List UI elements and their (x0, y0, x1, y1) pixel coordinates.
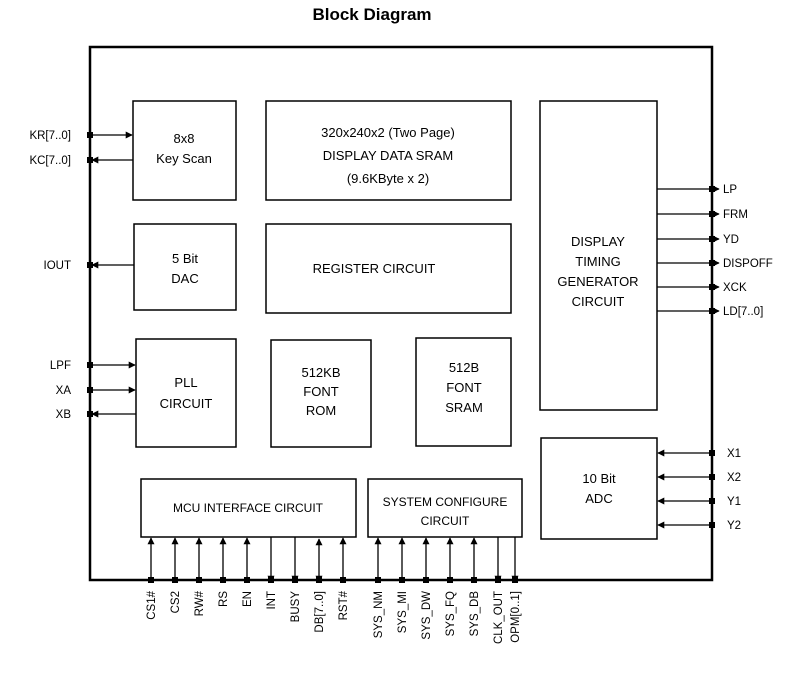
pin-kr: KR[7..0] (29, 130, 71, 142)
bottom-sys-pin-labels: SYS_NM SYS_MI SYS_DW SYS_FQ SYS_DB CLK_O… (373, 591, 522, 644)
pin-y2: Y2 (727, 520, 741, 532)
adc-line-1: 10 Bit (582, 471, 616, 486)
right-timing-signals (657, 185, 720, 315)
pin-int: INT (266, 591, 278, 610)
sram-line-2: DISPLAY DATA SRAM (323, 148, 454, 163)
fontrom-line-3: ROM (306, 403, 336, 418)
pin-rst: RST# (338, 590, 350, 620)
adc-line-2: ADC (585, 491, 612, 506)
fontrom-line-2: FONT (303, 384, 338, 399)
pin-ld: LD[7..0] (723, 306, 763, 318)
pin-dispoff: DISPOFF (723, 258, 773, 270)
pin-rw: RW# (194, 590, 206, 616)
pin-cs1: CS1# (146, 590, 158, 619)
pin-x1: X1 (727, 448, 741, 460)
right-timing-pin-labels: LP FRM YD DISPOFF XCK LD[7..0] (723, 184, 773, 318)
left-signals (87, 131, 136, 418)
syscfg-line-1: SYSTEM CONFIGURE (383, 495, 508, 509)
keyscan-line-1: 8x8 (174, 131, 195, 146)
register-line-1: REGISTER CIRCUIT (313, 261, 436, 276)
sram-line-1: 320x240x2 (Two Page) (321, 125, 455, 140)
pin-x2: X2 (727, 472, 741, 484)
timing-line-1: DISPLAY (571, 234, 625, 249)
pin-sys-nm: SYS_NM (373, 591, 385, 638)
pin-opm: OPM[0..1] (510, 591, 522, 643)
pin-sys-mi: SYS_MI (397, 591, 409, 633)
timing-line-2: TIMING (575, 254, 621, 269)
pin-y1: Y1 (727, 496, 741, 508)
fontsram-line-1: 512B (449, 360, 479, 375)
dac-line-2: DAC (171, 271, 198, 286)
pll-line-1: PLL (174, 375, 197, 390)
sram-line-3: (9.6KByte x 2) (347, 171, 429, 186)
pin-cs2: CS2 (170, 591, 182, 613)
pin-iout: IOUT (44, 260, 71, 272)
pin-sys-dw: SYS_DW (421, 591, 433, 640)
pin-lp: LP (723, 184, 737, 196)
fontsram-line-2: FONT (446, 380, 481, 395)
register-circuit-block: REGISTER CIRCUIT (265, 223, 512, 314)
font-sram-block: 512B FONT SRAM (415, 337, 512, 447)
dac-line-1: 5 Bit (172, 251, 198, 266)
fontsram-line-3: SRAM (445, 400, 483, 415)
pin-sys-fq: SYS_FQ (445, 591, 457, 636)
pin-en: EN (242, 591, 254, 607)
pin-kc: KC[7..0] (29, 155, 71, 167)
fontrom-line-1: 512KB (301, 365, 340, 380)
pin-rs: RS (218, 591, 230, 607)
dac-block: 5 Bit DAC (133, 223, 237, 311)
pin-yd: YD (723, 234, 739, 246)
keyscan-block: 8x8 Key Scan (132, 100, 237, 201)
adc-block: 10 Bit ADC (540, 437, 658, 540)
pin-xa: XA (56, 385, 72, 397)
timing-line-3: GENERATOR (557, 274, 638, 289)
pll-line-2: CIRCUIT (160, 396, 213, 411)
bottom-mcu-signals (147, 537, 347, 583)
pin-sys-db: SYS_DB (469, 591, 481, 637)
timing-generator-block: DISPLAY TIMING GENERATOR CIRCUIT (539, 100, 658, 411)
keyscan-line-2: Key Scan (156, 151, 212, 166)
syscfg-line-2: CIRCUIT (421, 514, 470, 528)
right-adc-pin-labels: X1 X2 Y1 Y2 (727, 448, 741, 532)
display-sram-block: 320x240x2 (Two Page) DISPLAY DATA SRAM (… (265, 100, 512, 201)
diagram-title: Block Diagram (312, 5, 431, 24)
font-rom-block: 512KB FONT ROM (270, 339, 372, 448)
bottom-mcu-pin-labels: CS1# CS2 RW# RS EN INT BUSY DB[7..0] RST… (146, 590, 350, 632)
right-adc-signals (657, 449, 715, 529)
pin-xb: XB (56, 409, 72, 421)
bottom-sys-signals (374, 537, 519, 583)
left-pin-labels: KR[7..0] KC[7..0] IOUT LPF XA XB (29, 130, 71, 421)
pin-frm: FRM (723, 209, 748, 221)
mcu-line-1: MCU INTERFACE CIRCUIT (173, 501, 324, 515)
pin-db: DB[7..0] (314, 591, 326, 633)
timing-line-4: CIRCUIT (572, 294, 625, 309)
pll-block: PLL CIRCUIT (135, 338, 237, 448)
pin-lpf: LPF (50, 360, 71, 372)
mcu-interface-block: MCU INTERFACE CIRCUIT (140, 478, 357, 538)
system-configure-block: SYSTEM CONFIGURE CIRCUIT (367, 478, 523, 538)
pin-clk-out: CLK_OUT (493, 591, 505, 644)
pin-xck: XCK (723, 282, 747, 294)
pin-busy: BUSY (290, 591, 302, 623)
